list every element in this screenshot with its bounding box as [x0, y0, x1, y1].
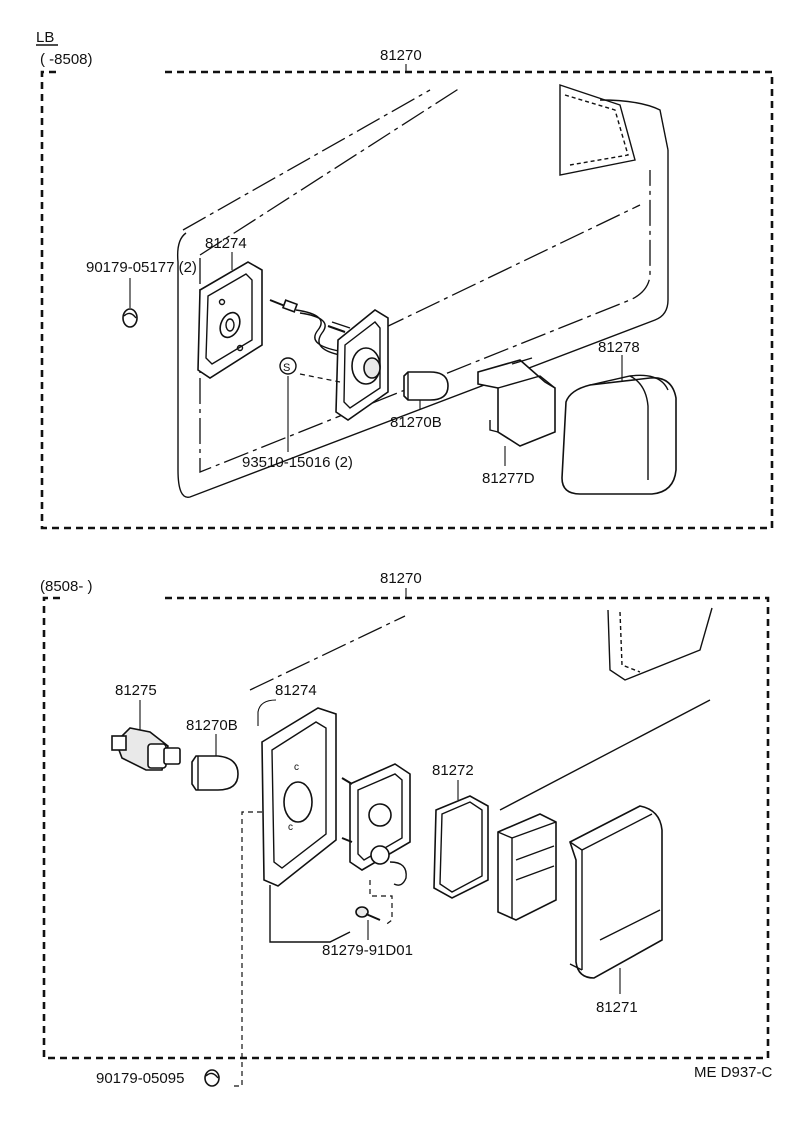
upper-bracket-label: 81274 [205, 235, 247, 252]
upper-bolt-marker: S [279, 357, 297, 375]
lower-gasket-frame-leader [257, 699, 277, 726]
lower-inner-lens [497, 813, 557, 921]
upper-bulb-label: 81270B [390, 414, 442, 431]
upper-assembly-label: 81270 [380, 47, 422, 64]
upper-screw-icon [122, 308, 138, 328]
lower-socket-label: 81275 [115, 682, 157, 699]
upper-screw-label: 90179-05177 (2) [86, 259, 197, 276]
screw-marker-text: S [283, 362, 290, 374]
lower-bracket-reference [269, 885, 351, 943]
lower-gasket [433, 795, 489, 899]
lower-socket [111, 727, 181, 771]
lower-lamp-housing [341, 763, 411, 886]
upper-frame [40, 70, 774, 530]
lower-screw-icon [355, 906, 381, 921]
lower-gasket-label: 81272 [432, 762, 474, 779]
mark-c-bottom: c [288, 822, 293, 833]
lower-range-label: (8508- ) [40, 578, 93, 595]
upper-bracket [197, 261, 263, 379]
lower-nut-dash [230, 811, 262, 1087]
lower-body-outline [249, 607, 713, 811]
lower-frame [42, 596, 770, 1060]
upper-cover [477, 357, 556, 447]
lower-gasket-frame-label: 81274 [275, 682, 317, 699]
upper-range-label: ( -8508) [40, 51, 93, 68]
lower-lens [569, 805, 663, 979]
upper-lens-label: 81278 [598, 339, 640, 356]
upper-wire-connector [269, 299, 346, 357]
upper-bolt-label: 93510-15016 (2) [242, 454, 353, 471]
lower-assembly-label: 81270 [380, 570, 422, 587]
lower-gasket-frame: c c [261, 707, 337, 887]
upper-bulb [403, 371, 449, 401]
footer-code: ME D937-C [694, 1064, 773, 1081]
lower-nut-label: 90179-05095 [96, 1070, 184, 1087]
corner-label: LB [36, 29, 54, 46]
lower-screw-label: 81279-91D01 [322, 942, 413, 959]
lower-bulb-label: 81270B [186, 717, 238, 734]
mark-c-top: c [294, 762, 299, 773]
upper-cover-label: 81277D [482, 470, 535, 487]
upper-body-outline [176, 84, 669, 498]
upper-lens [561, 374, 677, 495]
upper-socket-plate [327, 309, 389, 421]
lower-nut-icon [204, 1069, 220, 1087]
lower-lens-label: 81271 [596, 999, 638, 1016]
upper-bolt-dash [299, 373, 341, 383]
lower-bulb [191, 755, 239, 791]
lower-screw-dash [369, 880, 393, 927]
